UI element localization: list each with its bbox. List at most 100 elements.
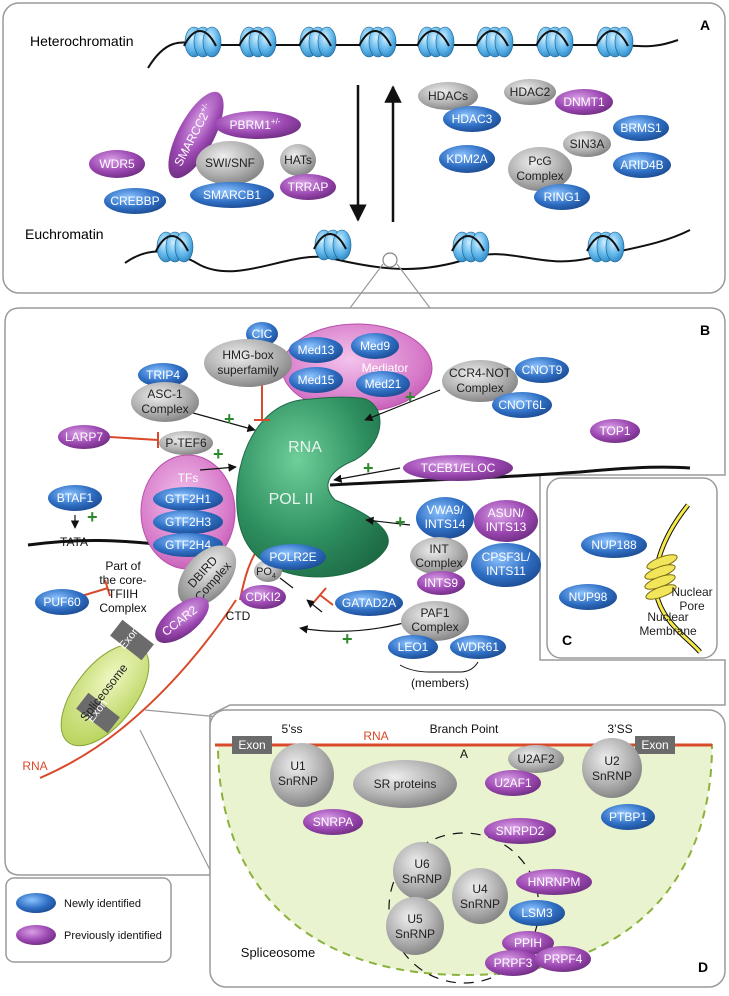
cnot6l-label: CNOT6L [498,398,546,412]
polr2e-label: POLR2E [269,550,316,564]
cpsf-label-2: INTS11 [486,564,526,578]
svg-text:+: + [213,444,224,464]
euchromatin-label: Euchromatin [25,226,104,242]
membrane-label-2: Membrane [639,624,697,638]
hdac2-label: HDAC2 [510,85,551,99]
vwa9-label-1: VWA9/ [427,503,465,517]
med21-label: Med21 [365,377,402,391]
pol2-label: POL II [269,491,314,508]
prpf4-label: PRPF4 [544,952,583,966]
u2af2-label: U2AF2 [517,752,555,766]
ptef6-label: P-TEF6 [165,436,207,450]
pore-label-2: Pore [679,599,705,613]
ss5-label: 5’ss [281,722,302,736]
ints9-label: INTS9 [424,576,458,590]
lsm3-label: LSM3 [521,906,553,920]
gtf2h4-label: GTF2H4 [165,538,211,552]
panel-label-b: B [700,322,710,338]
asc-label-1: ASC-1 [147,387,183,401]
paf1-label-2: Complex [411,620,458,634]
med9-label: Med9 [360,339,390,353]
hdacs-label: HDACs [428,89,468,103]
branch-label: Branch Point [430,722,499,736]
leo1-label: LEO1 [398,640,429,654]
sin3a-label: SIN3A [570,137,605,151]
exon-right-label: Exon [641,738,668,752]
svg-text:+: + [224,409,235,429]
ss3-label: 3’SS [607,722,632,736]
svg-text:+: + [395,512,406,532]
nup98-label: NUP98 [569,590,608,604]
tata-label: TATA [60,535,88,549]
asun-label-1: ASUN/ [488,506,525,520]
wdr5-label: WDR5 [99,157,135,171]
smarcb1-label: SMARCB1 [203,188,261,202]
u1-label-2: SnRNP [278,774,318,788]
heterochromatin-label: Heterochromatin [30,33,134,49]
asun-label-2: INTS13 [486,520,527,534]
rna-label: RNA [288,439,322,456]
rna-lower-label: RNA [22,759,47,773]
hmg-label-1: HMG-box [222,348,273,362]
arid4b-label: ARID4B [620,158,663,172]
puf60-label: PUF60 [43,595,81,609]
tfs-label: TFs [178,471,199,485]
svg-text:TFIIH: TFIIH [108,587,138,601]
membrane-label-1: Nuclear [647,610,688,624]
ptbp1-label: PTBP1 [609,810,647,824]
legend-swatch-prev [16,925,56,945]
crebbp-label: CREBBP [110,194,159,208]
prpf3-label: PRPF3 [494,956,533,970]
top1-label: TOP1 [599,424,630,438]
hnrnpm-label: HNRNPM [528,875,581,889]
cdki2-label: CDKI2 [245,590,281,604]
svg-text:the core-: the core- [99,573,146,587]
svg-text:Complex: Complex [99,601,146,615]
svg-text:Part of: Part of [105,559,141,573]
u6-label-1: U6 [414,857,430,871]
ppih-label: PPIH [514,936,542,950]
med13-label: Med13 [298,343,335,357]
kdm2a-label: KDM2A [446,152,487,166]
trip4-label: TRIP4 [146,368,180,382]
pcg-label-1: PcG [528,154,551,168]
ccr4-label-1: CCR4-NOT [449,366,512,380]
vwa9-label-2: INTS14 [425,517,466,531]
cpsf-label-1: CPSF3L/ [482,550,531,564]
btaf1-label: BTAF1 [57,491,94,505]
legend-prev-label: Previously identified [64,930,162,942]
panel-label-d: D [698,959,708,975]
gatad2a-label: GATAD2A [342,596,396,610]
panel-label-a: A [700,17,710,33]
svg-text:+: + [405,387,416,407]
panel-a: A Heterochromatin Euchromatin SMARCC2+/-… [2,2,726,294]
snrpa-label: SNRPA [313,815,353,829]
brms1-label: BRMS1 [620,121,662,135]
nup188-label: NUP188 [591,538,637,552]
u6-label-2: SnRNP [402,872,442,886]
cnot9-label: CNOT9 [522,363,563,377]
legend-swatch-new [16,893,56,913]
hdac3-label: HDAC3 [452,112,493,126]
ccr4-label-2: Complex [456,381,503,395]
gtf2h3-label: GTF2H3 [165,515,211,529]
asc-label-2: Complex [141,402,188,416]
pcg-label-2: Complex [516,169,563,183]
gtf2h1-label: GTF2H1 [165,492,211,506]
wdr61-label: WDR61 [457,640,499,654]
u1-label-1: U1 [290,759,306,773]
u2-label-1: U2 [604,754,620,768]
med15-label: Med15 [298,373,335,387]
exon-left-label: Exon [238,738,265,752]
dnmt1-label: DNMT1 [563,95,605,109]
u4-label-1: U4 [472,882,488,896]
ctd-label: CTD [226,609,251,623]
mediator-label: Mediator [362,361,409,375]
u2-label-2: SnRNP [592,769,632,783]
tceb1-label: TCEB1/ELOC [421,461,496,475]
pbrm1-label: PBRM1+/- [230,117,281,132]
swisnf-label: SWI/SNF [205,156,255,170]
hats-label: HATs [284,153,312,167]
panel-label-c: C [562,632,572,648]
trrap-label: TRRAP [288,180,329,194]
